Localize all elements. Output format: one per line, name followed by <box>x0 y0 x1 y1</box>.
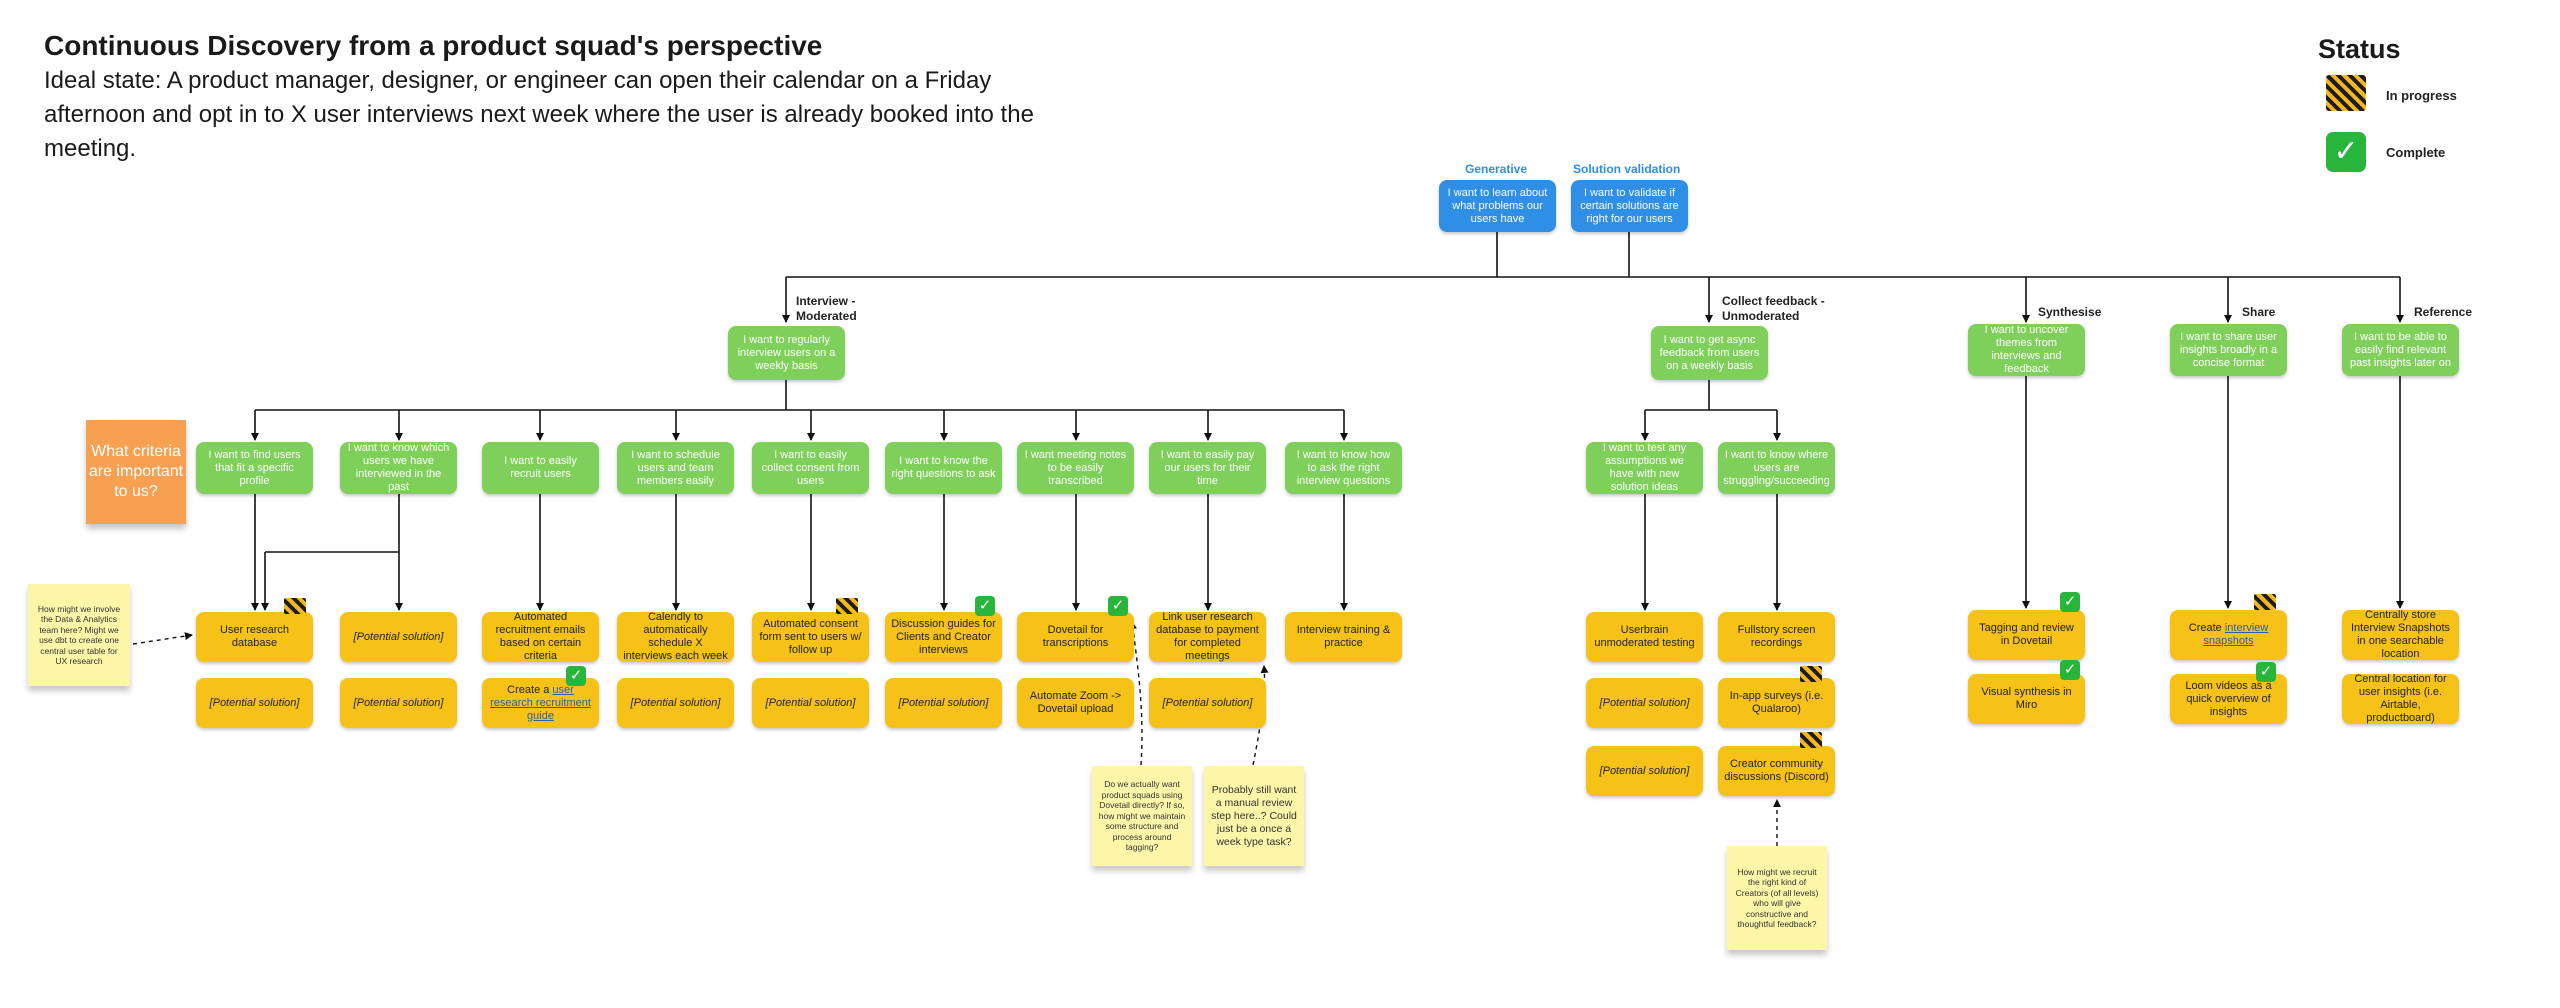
need-schedule[interactable]: I want to schedule users and team member… <box>617 442 734 494</box>
construction-barrier-icon <box>1800 732 1822 748</box>
solution-potential[interactable]: [Potential solution] <box>340 612 457 662</box>
category-share: Share <box>2242 305 2276 319</box>
solution-userbrain[interactable]: Userbrain unmoderated testing <box>1586 612 1703 662</box>
solution-inapp-surveys[interactable]: In-app surveys (i.e. Qualaroo) <box>1718 678 1835 728</box>
solution-potential[interactable]: [Potential solution] <box>1149 678 1266 728</box>
goal-interview[interactable]: I want to regularly interview users on a… <box>728 326 845 380</box>
solution-potential[interactable]: [Potential solution] <box>617 678 734 728</box>
solution-miro[interactable]: Visual synthesis in Miro <box>1968 674 2085 724</box>
check-mark-icon: ✓ <box>566 666 586 686</box>
solution-potential[interactable]: [Potential solution] <box>885 678 1002 728</box>
category-synthesise: Synthesise <box>2038 305 2102 319</box>
check-mark-icon: ✓ <box>2060 592 2080 612</box>
solution-tagging[interactable]: Tagging and review in Dovetail <box>1968 610 2085 660</box>
snapshots-prefix: Create <box>2188 622 2225 634</box>
check-mark-icon: ✓ <box>1108 596 1128 616</box>
solution-create-guide[interactable]: Create a user research recruitment guide <box>482 678 599 728</box>
goal-solution-validation[interactable]: I want to validate if certain solutions … <box>1571 180 1688 232</box>
category-reference: Reference <box>2414 305 2473 319</box>
goal-synthesise[interactable]: I want to uncover themes from interviews… <box>1968 324 2085 376</box>
solution-research-db[interactable]: User research database <box>196 612 313 662</box>
solution-snapshots[interactable]: Create interview snapshots <box>2170 610 2287 660</box>
solution-potential[interactable]: [Potential solution] <box>340 678 457 728</box>
solution-central-store[interactable]: Centrally store Interview Snapshots in o… <box>2342 609 2459 660</box>
create-guide-prefix: Create a <box>507 683 553 696</box>
construction-barrier-icon <box>2254 594 2276 610</box>
need-pay[interactable]: I want to easily pay our users for their… <box>1149 442 1266 494</box>
need-recruit[interactable]: I want to easily recruit users <box>482 442 599 494</box>
label-generative: Generative <box>1465 162 1528 176</box>
check-mark-icon: ✓ <box>2256 662 2276 682</box>
category-collect: Collect feedback - Unmoderated <box>1722 294 1825 323</box>
solution-potential[interactable]: [Potential solution] <box>1586 678 1703 728</box>
goal-share[interactable]: I want to share user insights broadly in… <box>2170 324 2287 376</box>
sticky-dovetail-question[interactable]: Do we actually want product squads using… <box>1092 766 1192 866</box>
solution-discord[interactable]: Creator community discussions (Discord) <box>1718 746 1835 796</box>
goal-collect[interactable]: I want to get async feedback from users … <box>1651 326 1768 380</box>
need-transcribed[interactable]: I want meeting notes to be easily transc… <box>1017 442 1134 494</box>
solution-central-location[interactable]: Central location for user insights (i.e.… <box>2342 673 2459 724</box>
sticky-manual-review[interactable]: Probably still want a manual review step… <box>1204 766 1304 866</box>
label-solution-validation: Solution validation <box>1573 162 1681 176</box>
page-subtitle: Ideal state: A product manager, designer… <box>44 67 1034 162</box>
solution-discussion-guides[interactable]: Discussion guides for Clients and Creato… <box>885 612 1002 662</box>
solution-fullstory[interactable]: Fullstory screen recordings <box>1718 612 1835 662</box>
goal-generative[interactable]: I want to learn about what problems our … <box>1439 180 1556 232</box>
solution-loom[interactable]: Loom videos as a quick overview of insig… <box>2170 674 2287 724</box>
need-how-to-ask[interactable]: I want to know how to ask the right inte… <box>1285 442 1402 494</box>
goal-reference[interactable]: I want to be able to easily find relevan… <box>2342 324 2459 376</box>
page-title: Continuous Discovery from a product squa… <box>44 30 823 61</box>
category-interview: Interview - Moderated <box>796 294 857 323</box>
snapshots-link[interactable]: interview snapshots <box>2203 622 2269 647</box>
solution-dovetail[interactable]: Dovetail for transcriptions <box>1017 612 1134 662</box>
need-consent[interactable]: I want to easily collect consent from us… <box>752 442 869 494</box>
solution-link-payment[interactable]: Link user research database to payment f… <box>1149 611 1266 662</box>
solution-consent-form[interactable]: Automated consent form sent to users w/ … <box>752 612 869 662</box>
need-test-assumptions[interactable]: I want to test any assumptions we have w… <box>1586 442 1703 494</box>
solution-zoom-dovetail[interactable]: Automate Zoom -> Dovetail upload <box>1017 678 1134 728</box>
recruitment-guide-link[interactable]: user research recruitment guide <box>490 683 591 722</box>
solution-training[interactable]: Interview training & practice <box>1285 612 1402 662</box>
check-mark-icon: ✓ <box>2060 660 2080 680</box>
legend-in-progress: In progress <box>2386 88 2457 103</box>
construction-barrier-icon <box>284 598 306 614</box>
sticky-data-team[interactable]: How might we involve the Data & Analytic… <box>28 584 130 686</box>
need-know-interviewed[interactable]: I want to know which users we have inter… <box>340 442 457 494</box>
solution-calendly[interactable]: Calendly to automatically schedule X int… <box>617 611 734 662</box>
legend-complete: Complete <box>2386 145 2446 160</box>
construction-barrier-icon <box>836 598 858 614</box>
sticky-criteria[interactable]: What criteria are important to us? <box>86 420 186 524</box>
construction-barrier-icon <box>1800 666 1822 682</box>
need-questions[interactable]: I want to know the right questions to as… <box>885 442 1002 494</box>
check-mark-icon: ✓ <box>2326 132 2366 172</box>
legend-title: Status <box>2318 34 2401 64</box>
sticky-recruit-creators[interactable]: How might we recruit the right kind of C… <box>1727 846 1827 950</box>
solution-auto-recruit[interactable]: Automated recruitment emails based on ce… <box>482 611 599 662</box>
need-find-users[interactable]: I want to find users that fit a specific… <box>196 442 313 494</box>
need-struggling[interactable]: I want to know where users are strugglin… <box>1718 442 1835 494</box>
solution-potential[interactable]: [Potential solution] <box>752 678 869 728</box>
check-mark-icon: ✓ <box>975 596 995 616</box>
solution-potential[interactable]: [Potential solution] <box>196 678 313 728</box>
construction-barrier-icon <box>2326 75 2366 111</box>
solution-potential[interactable]: [Potential solution] <box>1586 746 1703 796</box>
